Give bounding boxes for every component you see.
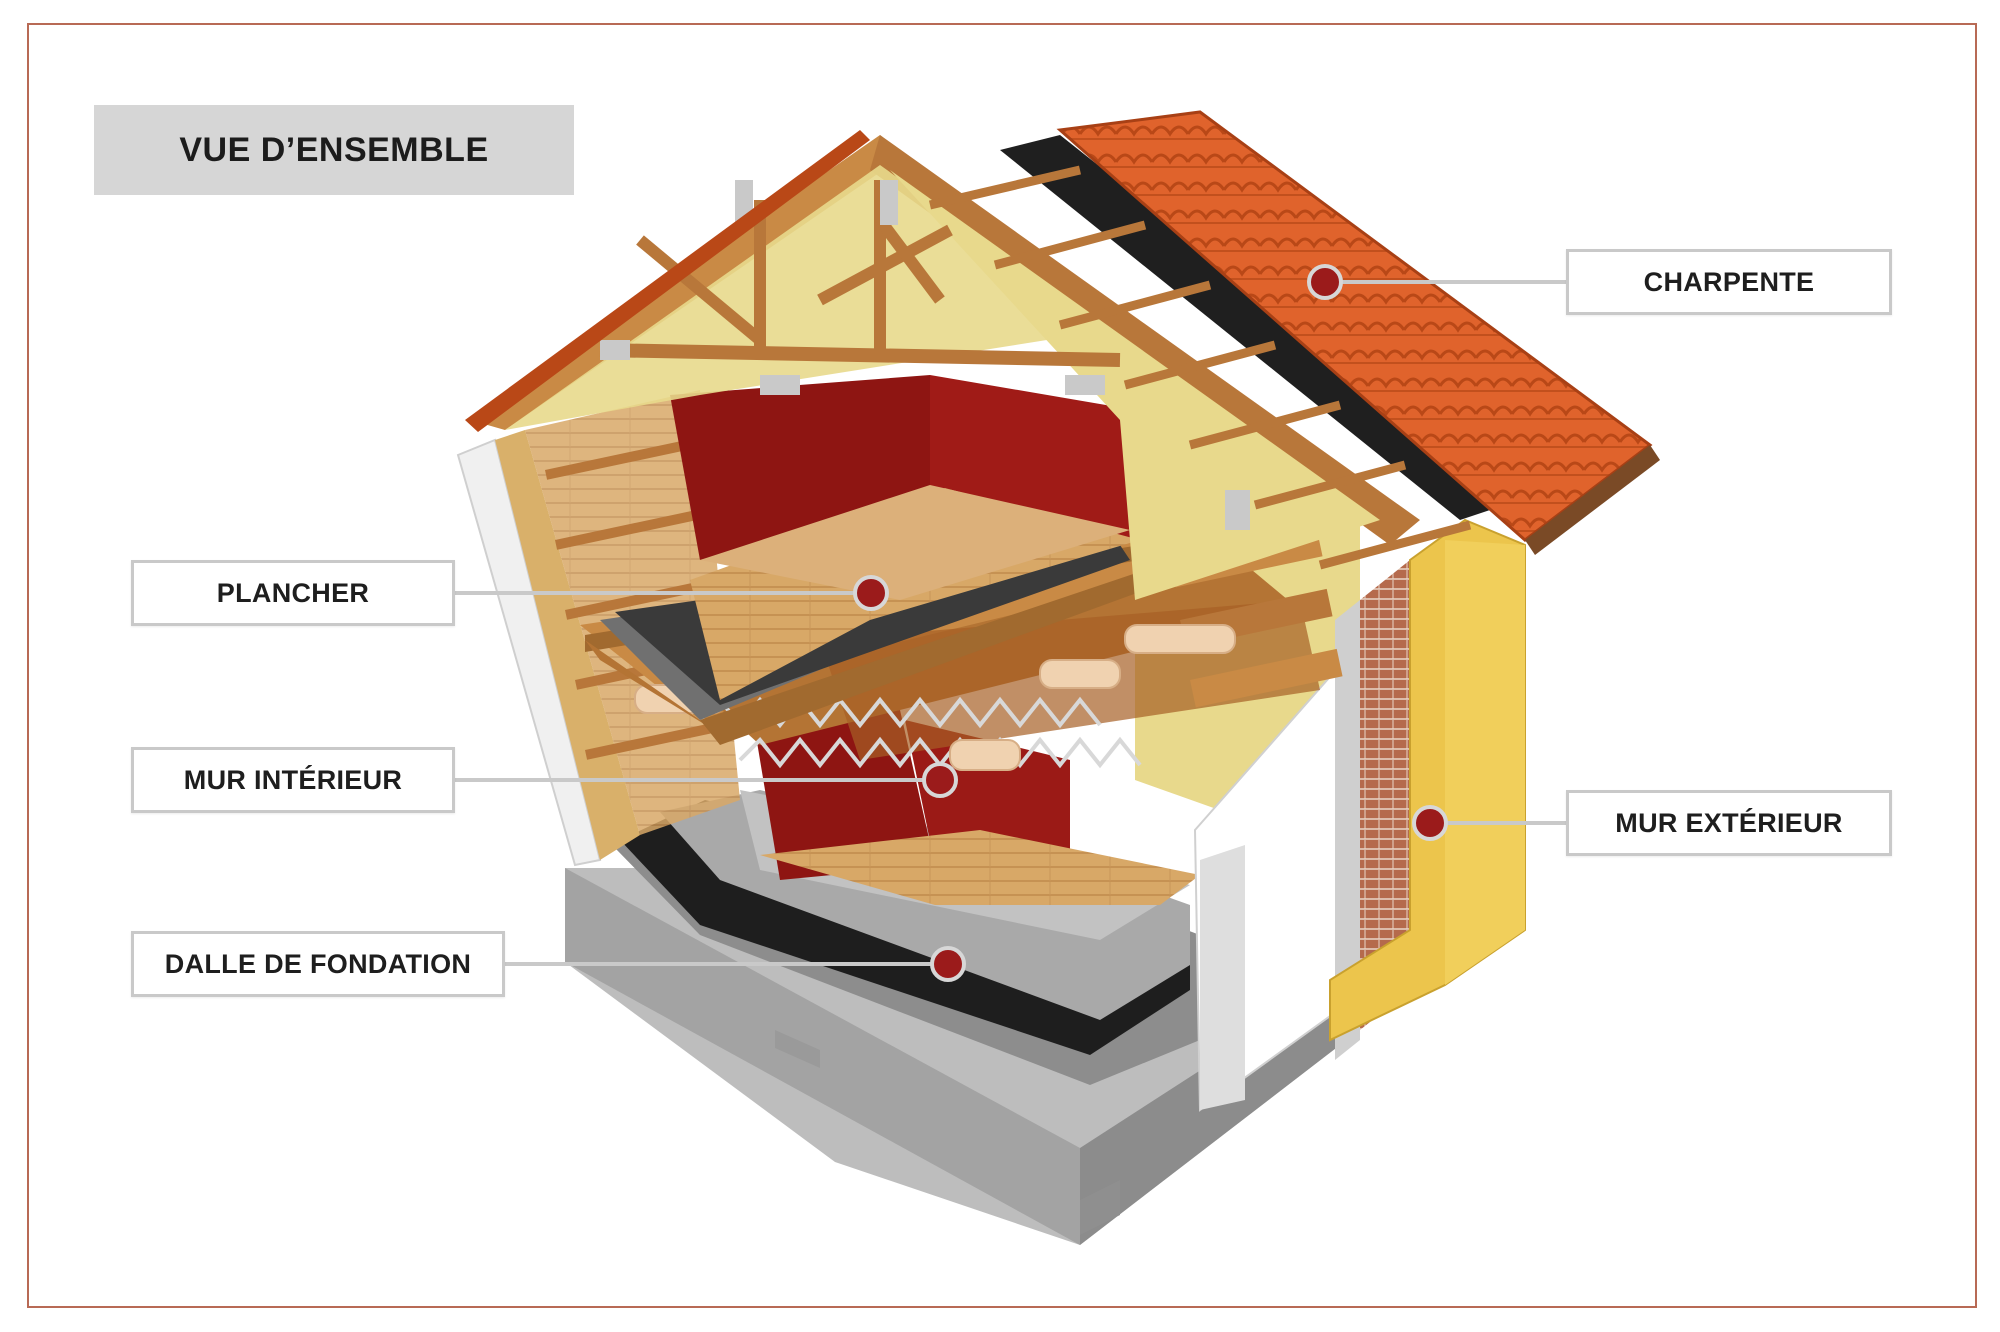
label-mur-exterieur: MUR EXTÉRIEUR [1566, 790, 1892, 856]
label-plancher: PLANCHER [131, 560, 455, 626]
label-plancher-text: PLANCHER [216, 577, 370, 608]
label-charpente: CHARPENTE [1566, 249, 1892, 315]
marker-mur-exterieur [1412, 805, 1448, 841]
diagram-title: VUE D’ENSEMBLE [179, 130, 489, 169]
marker-charpente [1307, 264, 1343, 300]
gutter [1525, 445, 1660, 555]
label-mur-interieur: MUR INTÉRIEUR [131, 747, 455, 813]
label-dalle-de-fondation: DALLE DE FONDATION [131, 931, 505, 997]
roof-underlay [928, 135, 1520, 570]
roof-edge [465, 130, 870, 432]
marker-mur-interieur [922, 762, 958, 798]
label-charpente-text: CHARPENTE [1643, 266, 1815, 297]
exterior-render-face [1445, 540, 1525, 985]
marker-plancher [853, 575, 889, 611]
label-mur-exterieur-text: MUR EXTÉRIEUR [1615, 807, 1843, 838]
label-mur-interieur-text: MUR INTÉRIEUR [183, 764, 403, 795]
title-box: VUE D’ENSEMBLE [94, 105, 574, 195]
ground-floor-boards [760, 830, 1200, 905]
label-dalle-text: DALLE DE FONDATION [164, 948, 472, 979]
leader-lines [455, 280, 1566, 966]
markers [853, 264, 1448, 982]
marker-dalle [930, 946, 966, 982]
border-frame [27, 23, 1977, 1308]
